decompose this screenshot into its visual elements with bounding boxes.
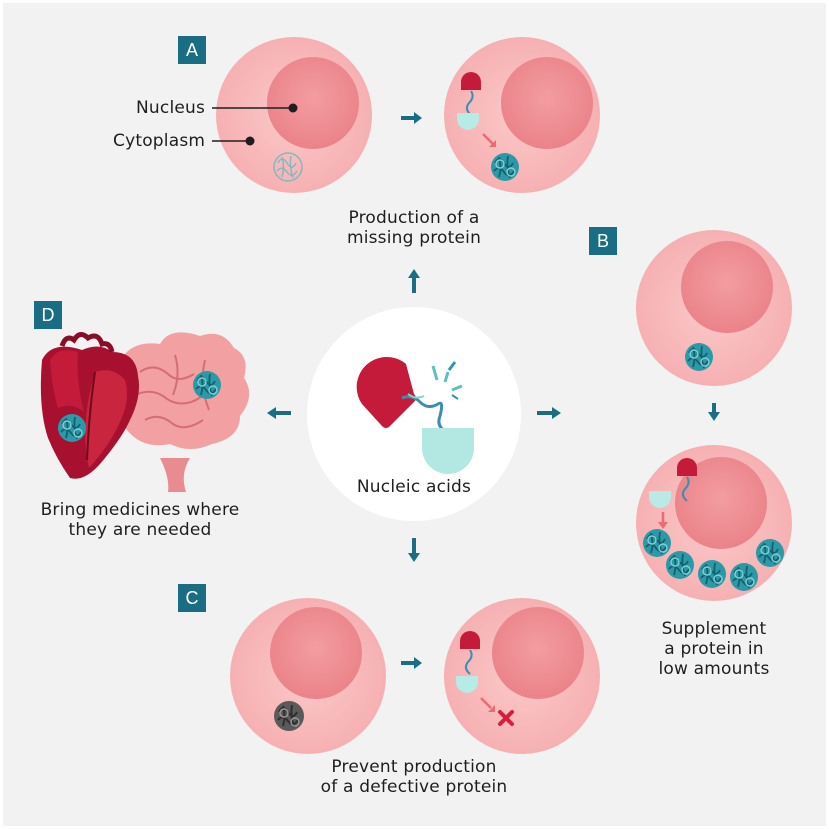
- panel-c-caption: Prevent production of a defective protei…: [304, 757, 524, 797]
- heart-icon: [40, 332, 139, 479]
- panel-d-caption: Bring medicines where they are needed: [22, 500, 258, 540]
- panel-d-caption-line2: they are needed: [68, 520, 212, 540]
- up-arrow-icon: [408, 269, 420, 293]
- cytoplasm-label: Cytoplasm: [113, 131, 206, 151]
- nucleus-label: Nucleus: [136, 98, 206, 118]
- panel-d-badge: D: [34, 301, 62, 329]
- panel-b-badge: B: [589, 227, 617, 255]
- panel-b-caption: Supplement a protein in low amounts: [634, 619, 794, 679]
- down-arrow-icon: [708, 403, 720, 421]
- panel-c-cell-1: [230, 598, 386, 754]
- panel-a-cell-2: [444, 37, 600, 193]
- panel-c-caption-line2: of a defective protein: [320, 777, 508, 797]
- panel-b-caption-line3: low amounts: [658, 659, 770, 679]
- center-label: Nucleic acids: [356, 477, 472, 497]
- down-arrow-icon: [408, 538, 420, 562]
- panel-a-caption-line1: Production of a: [348, 208, 480, 228]
- panel-c-cell-2: [444, 598, 600, 754]
- right-arrow-icon: [401, 657, 422, 669]
- panel-d-caption-line1: Bring medicines where: [40, 500, 240, 520]
- panel-b-cell-1: [636, 230, 792, 386]
- panel-c-badge: C: [178, 584, 206, 612]
- panel-a-badge: A: [178, 36, 206, 64]
- panel-a-caption-line2: missing protein: [346, 228, 482, 248]
- capsule-icon: [356, 356, 474, 474]
- brain-icon: [115, 332, 250, 492]
- panel-b-caption-line1: Supplement: [661, 619, 767, 639]
- panel-b-caption-line2: a protein in: [664, 639, 764, 659]
- right-arrow-icon: [537, 407, 561, 419]
- cross-icon: [498, 710, 514, 726]
- center-circle: [307, 307, 521, 521]
- panel-b-cell-2: [636, 445, 792, 601]
- panel-c-caption-line1: Prevent production: [331, 757, 497, 777]
- right-arrow-icon: [401, 112, 422, 124]
- left-arrow-icon: [267, 407, 291, 419]
- panel-a-cell-1: [212, 37, 372, 193]
- panel-a-caption: Production of a missing protein: [314, 208, 514, 248]
- defective-protein-icon: [274, 701, 304, 731]
